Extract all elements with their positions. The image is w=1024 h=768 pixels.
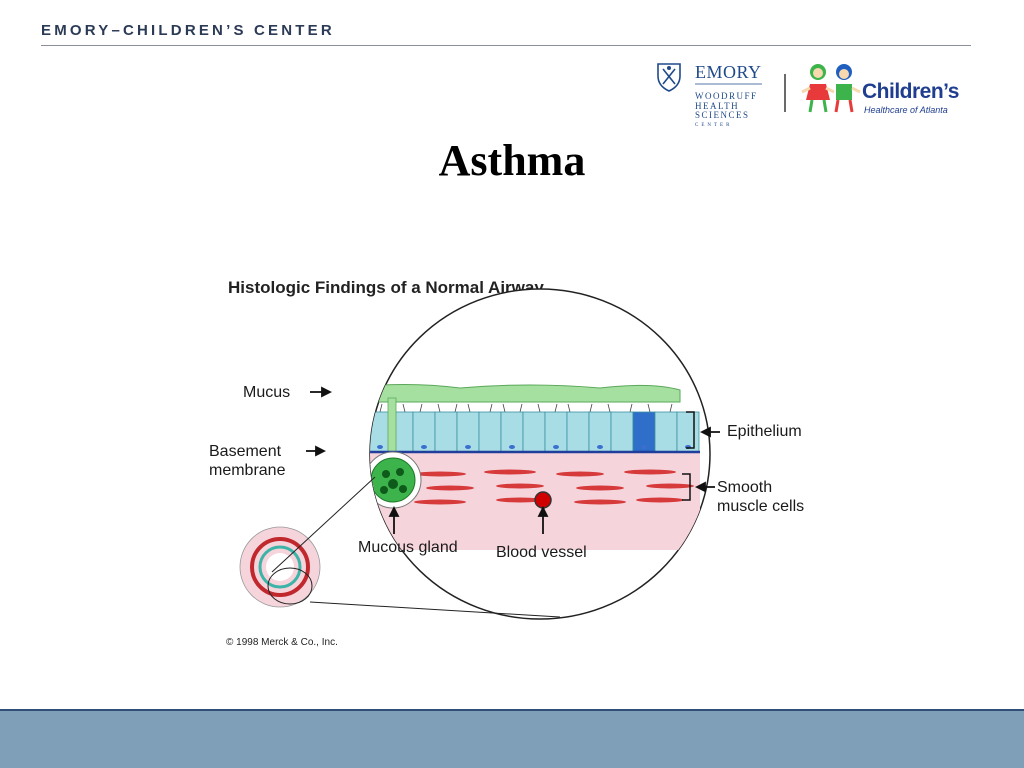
header-rule <box>41 45 971 46</box>
emory-logo-subtext: WOODRUFF HEALTH SCIENCES CENTER <box>695 92 765 130</box>
label-basement-line2: membrane <box>209 461 285 480</box>
childrens-kids-icon <box>800 62 862 116</box>
label-epithelium: Epithelium <box>727 422 802 441</box>
label-mucous-gland: Mucous gland <box>358 538 458 557</box>
emory-sub-line3: SCIENCES <box>695 111 765 121</box>
emory-sub-line4: CENTER <box>695 121 765 131</box>
header-text: EMORY–CHILDREN’S CENTER <box>41 22 335 39</box>
label-blood-vessel: Blood vessel <box>496 543 587 562</box>
childrens-logo-text: Children’s <box>862 80 959 104</box>
airway-histology-diagram <box>200 262 880 662</box>
label-mucus: Mucus <box>243 383 290 402</box>
figure-copyright: © 1998 Merck & Co., Inc. <box>226 637 338 648</box>
label-smooth-line1: Smooth <box>717 478 804 497</box>
slide-title: Asthma <box>0 135 1024 186</box>
emory-logo-text: EMORY <box>695 62 762 83</box>
label-basement-membrane: Basement membrane <box>209 442 285 480</box>
label-smooth-muscle: Smooth muscle cells <box>717 478 804 516</box>
footer-band <box>0 711 1024 768</box>
label-basement-line1: Basement <box>209 442 285 461</box>
label-smooth-line2: muscle cells <box>717 497 804 516</box>
childrens-logo-tagline: Healthcare of Atlanta <box>864 105 948 115</box>
mucus-layer <box>330 384 680 402</box>
blood-vessel <box>535 492 551 508</box>
logo-divider <box>784 74 786 112</box>
